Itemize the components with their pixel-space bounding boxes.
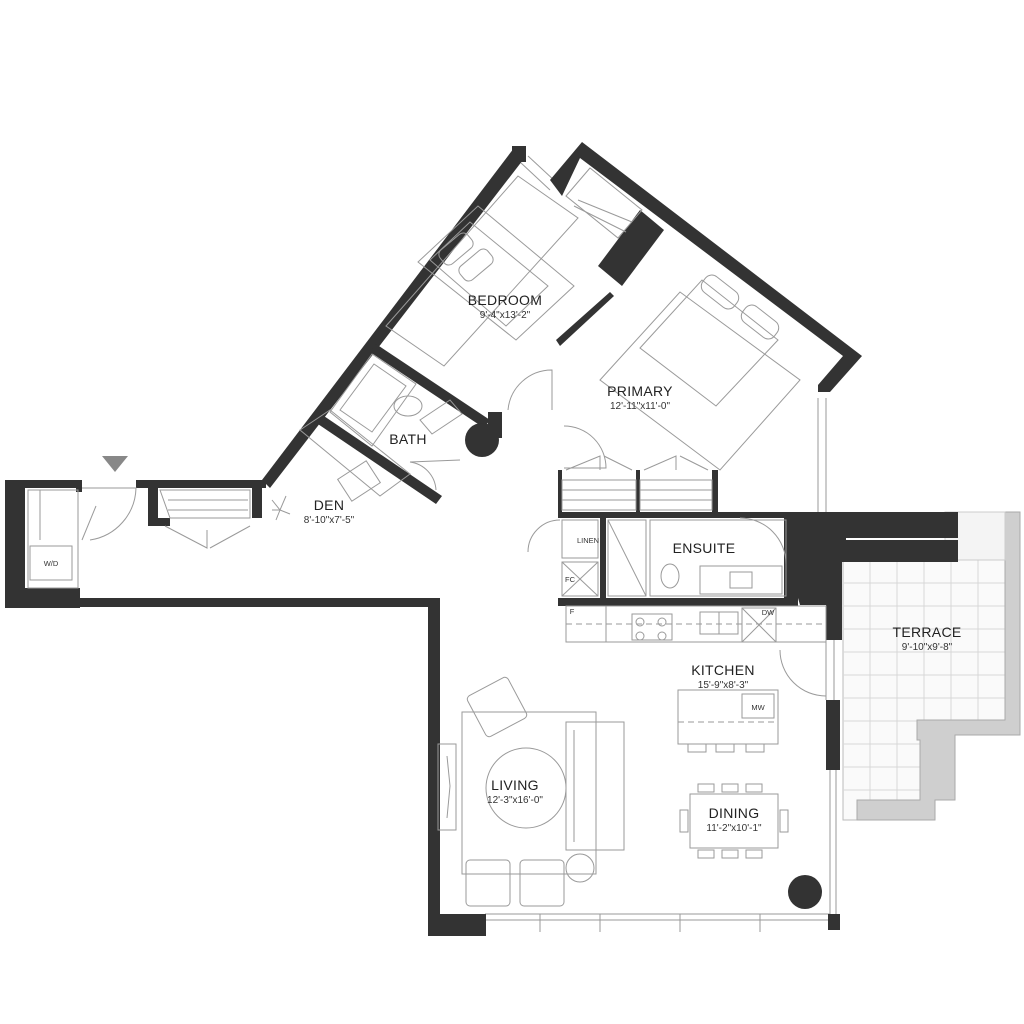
bedroom-dims: 9'-4"x13'-2" [480,310,531,321]
linen-label: LINEN [577,536,599,545]
kitchen-dims: 15'-9"x8'-3" [698,680,749,691]
ensuite-label: ENSUITE [673,540,736,556]
dining-dims: 11'-2"x10'-1" [706,823,762,834]
living-label: LIVING [491,777,539,793]
dishwasher-label: DW [762,608,775,617]
terrace-dims: 9'-10"x9'-8" [902,642,953,653]
kitchen-label: KITCHEN [691,662,755,678]
terrace-area [842,511,1021,821]
washer-dryer-label: W/D [44,559,59,568]
entry-triangle-icon [102,456,128,472]
microwave-label: MW [751,703,765,712]
bedroom-label: BEDROOM [468,292,542,308]
living-dims: 12'-3"x16'-0" [487,795,543,806]
primary-dims: 12'-11"x11'-0" [610,401,670,412]
fan-coil-label: FC [565,575,576,584]
walls [5,142,958,936]
terrace-label: TERRACE [893,624,962,640]
den-label: DEN [314,497,344,513]
interior-lines [485,155,837,932]
den-dims: 8'-10"x7'-5" [304,515,355,526]
furniture [27,167,827,907]
fridge-label: F [570,607,575,616]
dining-label: DINING [709,805,760,821]
bath-label: BATH [389,431,427,447]
primary-label: PRIMARY [607,383,673,399]
